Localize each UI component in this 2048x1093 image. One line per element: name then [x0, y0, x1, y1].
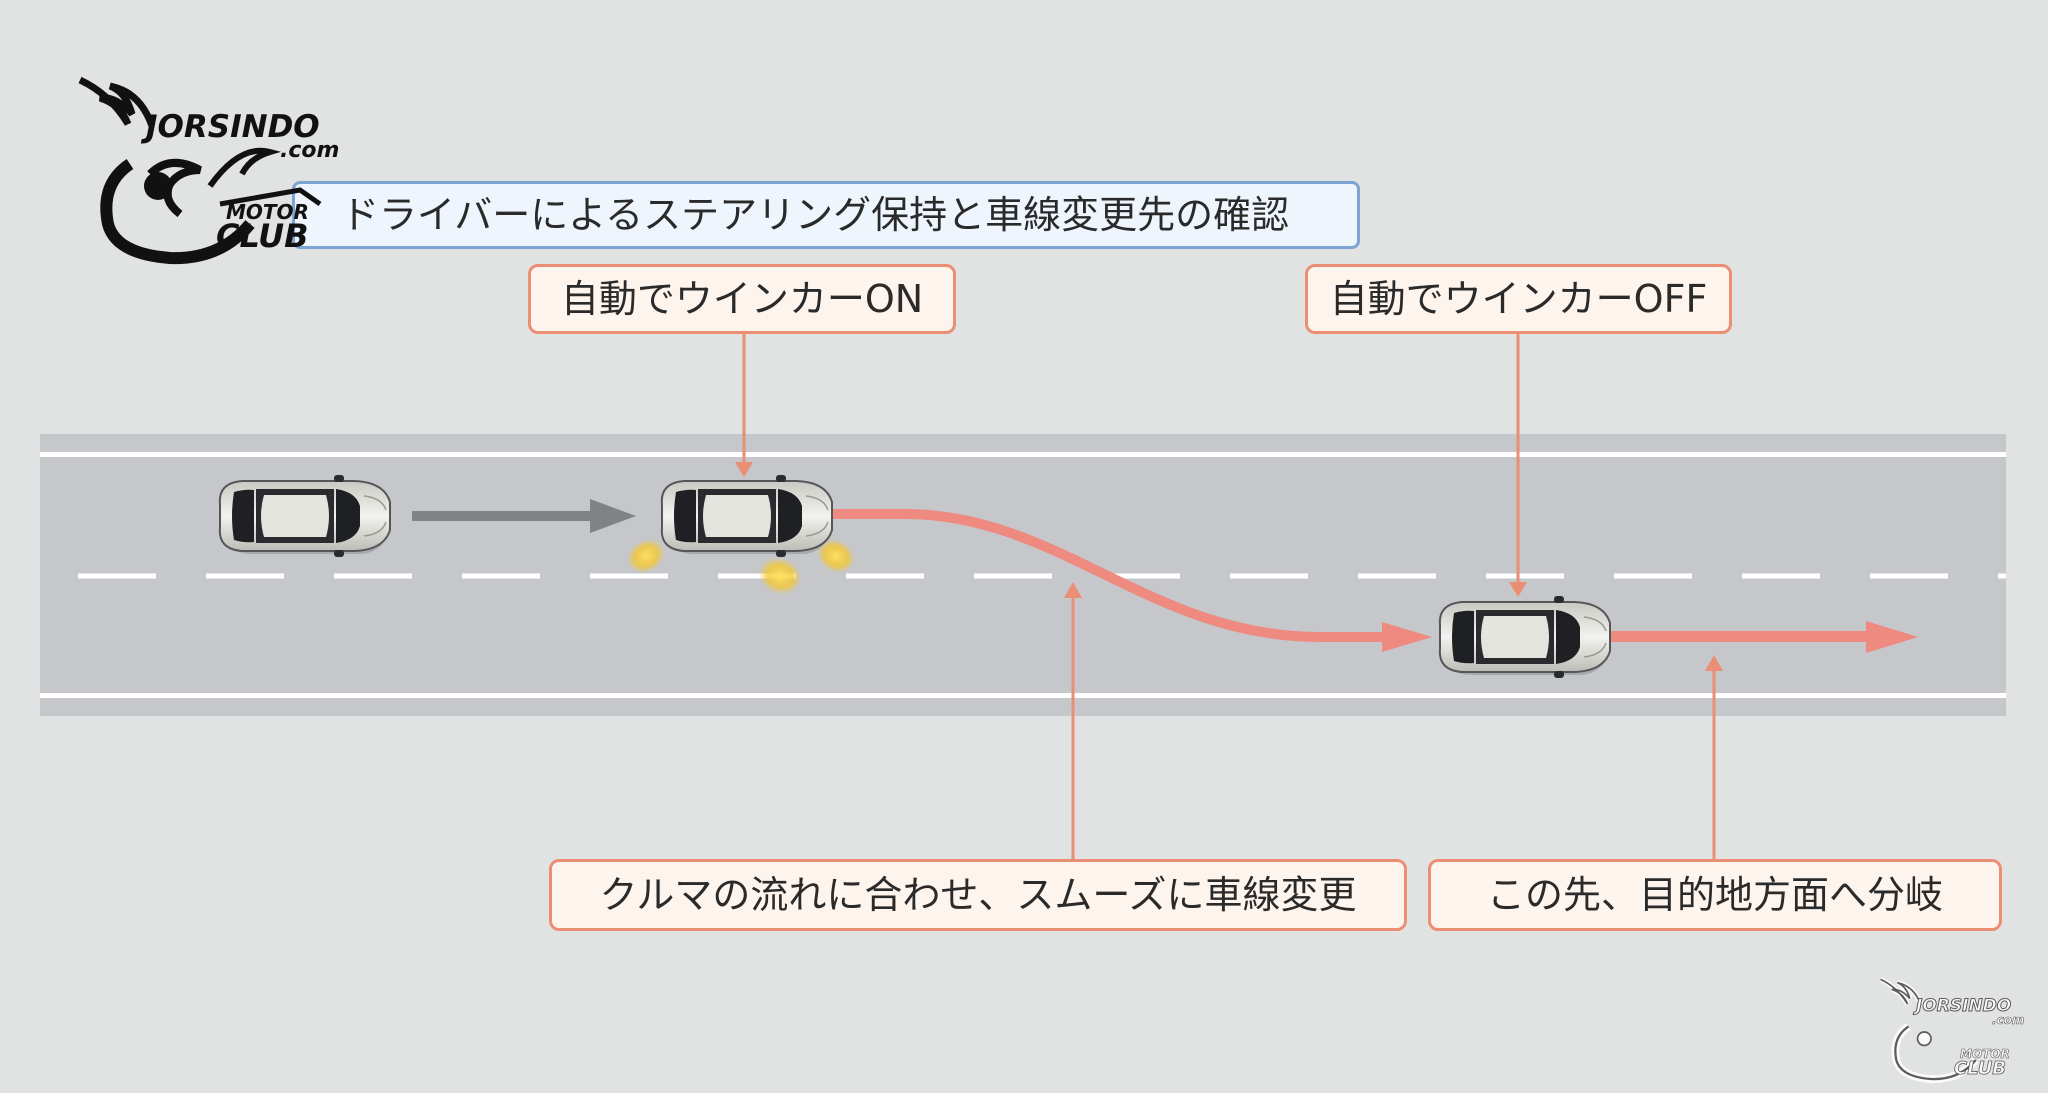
jorsindo-watermark: JORSINDO .com MOTOR CLUB	[1874, 976, 2044, 1088]
car-blinker-on	[660, 474, 833, 558]
motion-arrow	[412, 499, 636, 533]
lane-change-text: クルマの流れに合わせ、スムーズに車線変更	[599, 873, 1357, 917]
blinker-on-callout: 自動でウインカーON	[528, 264, 956, 334]
branch-text: この先、目的地方面へ分岐	[1486, 873, 1943, 917]
logo-name: JORSINDO	[146, 109, 320, 145]
road-edge-top	[40, 452, 2006, 457]
blinker-off-callout: 自動でウインカーOFF	[1305, 264, 1732, 334]
jorsindo-logo: JORSINDO .com MOTOR CLUB	[70, 74, 370, 274]
watermark-line2: CLUB	[1954, 1058, 2007, 1079]
road-edge-bottom	[40, 693, 2006, 698]
car-start	[218, 474, 391, 558]
logo-domain: .com	[280, 138, 340, 163]
steering-info-box: ドライバーによるステアリング保持と車線変更先の確認	[292, 181, 1360, 249]
steering-info-text: ドライバーによるステアリング保持と車線変更先の確認	[341, 193, 1290, 237]
watermark-line1: MOTOR	[1960, 1047, 2010, 1061]
lane-change-callout: クルマの流れに合わせ、スムーズに車線変更	[549, 859, 1407, 931]
blinker-lights	[626, 538, 856, 595]
branch-callout: この先、目的地方面へ分岐	[1428, 859, 2002, 931]
callout-pointers	[735, 333, 1723, 860]
logo-emblem-icon	[78, 76, 322, 265]
lane-change-path	[830, 509, 1918, 653]
blinker-off-text: 自動でウインカーOFF	[1329, 277, 1708, 321]
car-branch-lane	[1438, 595, 1611, 679]
logo-line2: CLUB	[216, 217, 309, 255]
watermark-name: JORSINDO	[1915, 996, 2012, 1016]
watermark-domain: .com	[1992, 1013, 2025, 1027]
logo-line1: MOTOR	[226, 200, 309, 224]
watermark-emblem-icon	[1879, 977, 1979, 1083]
blinker-on-text: 自動でウインカーON	[560, 277, 924, 321]
